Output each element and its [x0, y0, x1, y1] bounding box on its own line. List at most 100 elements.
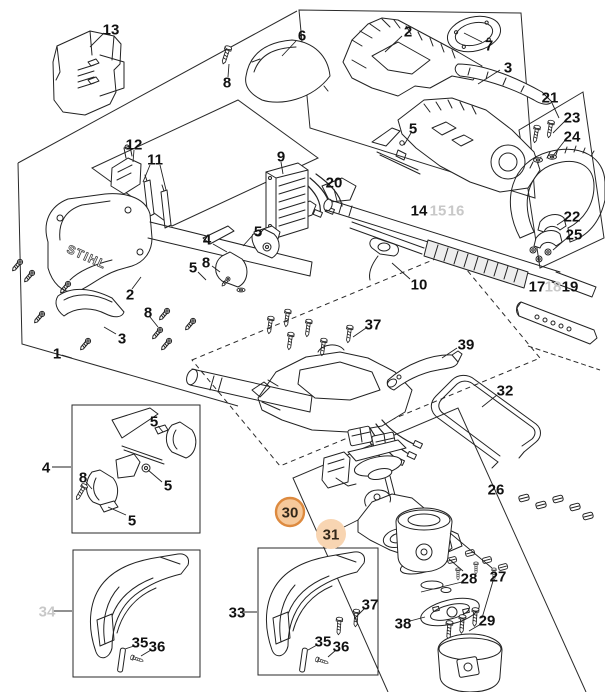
- callout-37-box[interactable]: 37: [362, 596, 379, 613]
- callout-18: 18: [545, 278, 562, 295]
- svg-text:8: 8: [202, 254, 210, 271]
- svg-text:19: 19: [562, 278, 579, 295]
- highlight-circle-30[interactable]: [274, 496, 306, 528]
- part-10-clamp: [369, 237, 399, 281]
- part-2-left-housing: STIHL: [45, 193, 313, 293]
- callout-8-left[interactable]: 8: [144, 304, 152, 321]
- callout-3-left[interactable]: 3: [118, 330, 126, 347]
- svg-text:29: 29: [479, 612, 496, 629]
- svg-text:8: 8: [223, 74, 231, 91]
- callout-10[interactable]: 10: [411, 276, 428, 293]
- svg-text:23: 23: [564, 109, 581, 126]
- callout-17[interactable]: 17: [529, 278, 546, 295]
- callout-4-box[interactable]: 4: [42, 459, 51, 476]
- part-17-19-scabbard: [516, 301, 598, 345]
- callout-37-center[interactable]: 37: [365, 316, 382, 333]
- part-4-clamp-cluster-mid: [202, 225, 280, 293]
- callout-15: 15: [430, 202, 447, 219]
- svg-text:37: 37: [365, 316, 382, 333]
- svg-text:8: 8: [79, 469, 87, 486]
- callout-6[interactable]: 6: [298, 27, 306, 44]
- callout-2-top[interactable]: 2: [404, 23, 412, 40]
- svg-text:32: 32: [497, 382, 514, 399]
- callout-7[interactable]: 7: [485, 37, 493, 54]
- part-20-wiring-harness: [297, 173, 357, 220]
- part-23-screw: [530, 124, 542, 144]
- part-5-lever-top: [371, 127, 421, 175]
- svg-text:2: 2: [126, 286, 134, 303]
- svg-text:5: 5: [150, 413, 158, 430]
- part-13-battery-housing: [52, 30, 125, 116]
- callout-12[interactable]: 12: [126, 136, 143, 153]
- callout-35-mid[interactable]: 35: [315, 633, 332, 650]
- part-36-screw-mid: [314, 656, 330, 666]
- callout-20[interactable]: 20: [326, 174, 343, 191]
- callout-2-left[interactable]: 2: [126, 286, 134, 303]
- svg-text:4: 4: [203, 231, 212, 248]
- svg-text:30: 30: [282, 504, 299, 521]
- callout-23[interactable]: 23: [564, 109, 581, 126]
- svg-text:14: 14: [411, 202, 428, 219]
- callout-22[interactable]: 22: [564, 208, 581, 225]
- callout-9[interactable]: 9: [277, 148, 285, 165]
- svg-text:3: 3: [118, 330, 126, 347]
- callout-31[interactable]: 31: [316, 519, 346, 549]
- svg-text:4: 4: [42, 459, 51, 476]
- part-32-u-rod: [430, 374, 541, 469]
- callout-5-box-c[interactable]: 5: [128, 512, 136, 529]
- part-14-drive-tube: [323, 198, 597, 298]
- part-motor-assembly: [321, 425, 407, 529]
- callout-5-top[interactable]: 5: [409, 120, 417, 137]
- svg-text:18: 18: [545, 278, 562, 295]
- part-6-cover: [245, 39, 331, 103]
- callout-19[interactable]: 19: [562, 278, 579, 295]
- callout-30[interactable]: 30: [274, 496, 306, 528]
- callout-21[interactable]: 21: [542, 89, 559, 106]
- part-lower-housing-half: [397, 97, 541, 193]
- callout-3-top[interactable]: 3: [504, 59, 512, 76]
- callout-38[interactable]: 38: [395, 615, 412, 632]
- svg-text:27: 27: [490, 568, 507, 585]
- part-35-pin-mid: [299, 647, 308, 673]
- svg-text:35: 35: [132, 634, 149, 651]
- callout-27[interactable]: 27: [490, 568, 507, 585]
- svg-text:37: 37: [362, 596, 379, 613]
- callout-36-mid[interactable]: 36: [333, 638, 350, 655]
- callout-35-left[interactable]: 35: [132, 634, 149, 651]
- callout-1[interactable]: 1: [53, 345, 61, 362]
- part-mowing-head-exploded: [395, 493, 595, 692]
- callout-29[interactable]: 29: [479, 612, 496, 629]
- svg-text:20: 20: [326, 174, 343, 191]
- callout-5-mid[interactable]: 5: [189, 259, 197, 276]
- highlight-circle-31[interactable]: [316, 519, 346, 549]
- callout-32[interactable]: 32: [497, 382, 514, 399]
- callout-11[interactable]: 11: [147, 151, 163, 168]
- callout-26[interactable]: 26: [488, 481, 505, 498]
- callout-8-box[interactable]: 8: [79, 469, 87, 486]
- part-33-deflector-mid: [265, 551, 366, 673]
- callout-8-mid[interactable]: 8: [202, 254, 210, 271]
- callout-25[interactable]: 25: [566, 226, 583, 243]
- leader-lines: [52, 32, 568, 658]
- callout-13[interactable]: 13: [103, 21, 120, 38]
- callout-5-mid-r[interactable]: 5: [254, 223, 262, 240]
- callout-5-box-b[interactable]: 5: [164, 477, 172, 494]
- callout-8-top[interactable]: 8: [223, 74, 231, 91]
- callout-36-left[interactable]: 36: [149, 638, 166, 655]
- svg-text:5: 5: [164, 477, 172, 494]
- callout-14[interactable]: 14: [411, 202, 428, 219]
- callout-24[interactable]: 24: [564, 128, 581, 145]
- part-3-left-strip: [55, 289, 125, 318]
- svg-text:8: 8: [144, 304, 152, 321]
- svg-text:25: 25: [566, 226, 583, 243]
- part-39-guard-arm: [386, 350, 463, 391]
- svg-text:15: 15: [430, 202, 447, 219]
- callout-39[interactable]: 39: [458, 336, 475, 353]
- part-25-nut: [529, 246, 537, 254]
- callout-28[interactable]: 28: [461, 570, 478, 587]
- callout-4-mid[interactable]: 4: [203, 231, 212, 248]
- callout-5-box-a[interactable]: 5: [150, 413, 158, 430]
- svg-text:24: 24: [564, 128, 581, 145]
- callout-33[interactable]: 33: [229, 604, 246, 621]
- svg-text:16: 16: [448, 202, 465, 219]
